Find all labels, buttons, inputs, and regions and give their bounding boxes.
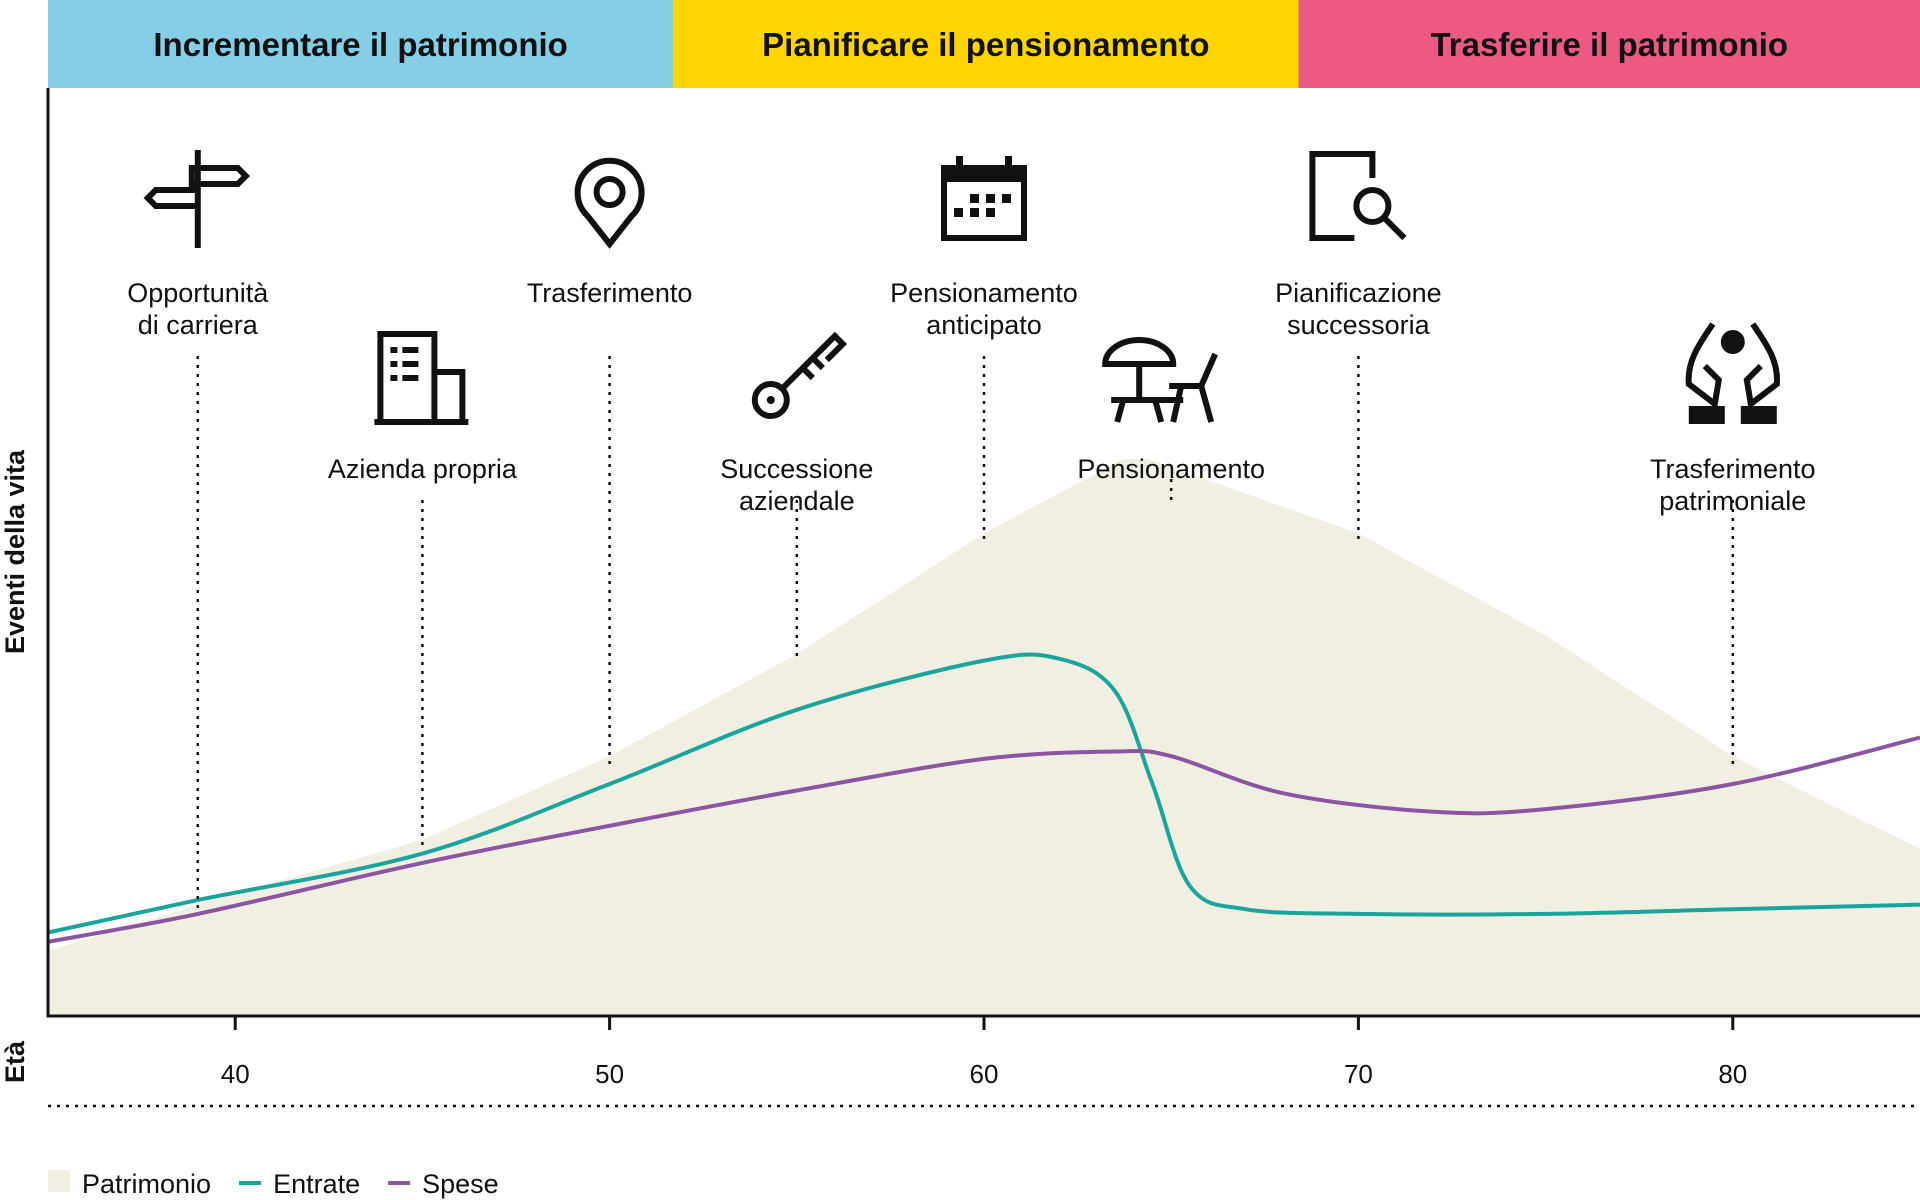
event-label: Opportunità <box>127 278 269 308</box>
x-tick-label: 80 <box>1718 1059 1747 1089</box>
beach-umbrella-chair-icon <box>1102 337 1218 423</box>
event-label: Pensionamento <box>890 278 1078 308</box>
phase-bands: Incrementare il patrimonio Pianificare il… <box>48 0 1920 88</box>
legend-swatch <box>48 1170 70 1192</box>
event-label: Pianificazione <box>1275 278 1442 308</box>
x-tick-label: 70 <box>1344 1059 1373 1089</box>
x-tick-label: 40 <box>221 1059 250 1089</box>
event-label: Successione <box>720 454 873 484</box>
plot-area <box>47 459 1920 1016</box>
event-3: Trasferimento <box>527 157 693 765</box>
legend-label: Patrimonio <box>82 1169 211 1199</box>
legend-label: Spese <box>422 1169 499 1199</box>
series-area-patrimonio <box>48 459 1920 1016</box>
legend-item-entrate: Entrate <box>239 1169 360 1199</box>
x-axis-title: Età <box>0 1040 30 1083</box>
y-axis-title: Eventi della vita <box>0 449 30 654</box>
legend: Patrimonio Entrate Spese <box>48 1169 499 1199</box>
location-pin-icon <box>574 157 645 249</box>
event-label: di carriera <box>138 310 259 340</box>
phase-band-3 <box>1298 0 1920 88</box>
event-label: Azienda propria <box>328 454 518 484</box>
event-label: Trasferimento <box>527 278 693 308</box>
event-6: Pensionamento <box>1077 337 1265 500</box>
document-search-icon <box>1309 151 1407 241</box>
hands-coin-icon <box>1685 322 1780 424</box>
series-line-spese <box>47 735 1920 944</box>
phase-band-2 <box>673 0 1299 88</box>
signpost-icon <box>143 150 251 248</box>
event-2: Azienda propria <box>328 331 518 848</box>
legend-label: Entrate <box>273 1169 360 1199</box>
phase-label-2: Pianificare il pensionamento <box>762 26 1209 63</box>
event-label: successoria <box>1287 310 1431 340</box>
x-tick-label: 50 <box>595 1059 624 1089</box>
legend-item-spese: Spese <box>388 1169 499 1199</box>
key-icon <box>751 331 848 419</box>
phase-band-1 <box>48 0 674 88</box>
phase-label-3: Trasferire il patrimonio <box>1430 26 1788 63</box>
axes: Eventi della vita Età 40 50 60 70 80 <box>0 88 1920 1108</box>
event-label: anticipato <box>926 310 1042 340</box>
legend-item-patrimonio: Patrimonio <box>48 1169 211 1199</box>
office-building-icon <box>374 331 469 425</box>
calendar-icon <box>941 156 1027 241</box>
phase-label-1: Incrementare il patrimonio <box>153 26 567 63</box>
x-tick-label: 60 <box>970 1059 999 1089</box>
series-line-entrate <box>47 652 1920 935</box>
event-label: Trasferimento <box>1650 454 1816 484</box>
